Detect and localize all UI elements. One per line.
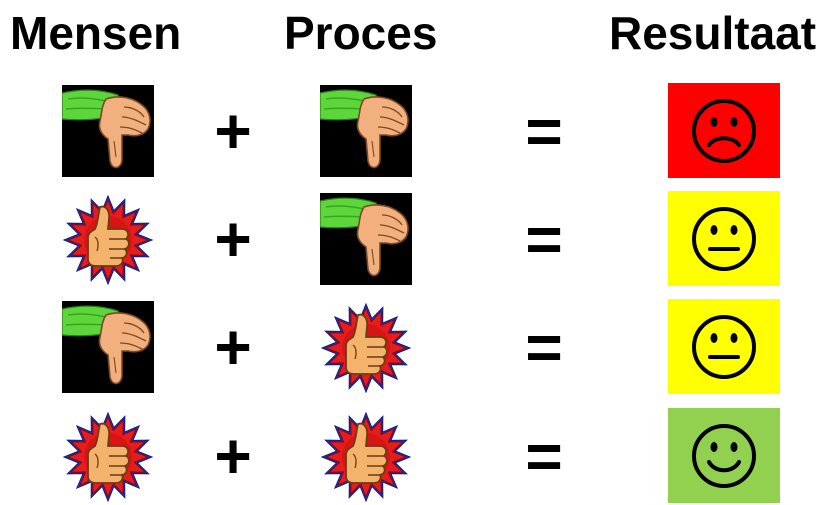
- neutral-face-icon: [691, 314, 757, 380]
- neutral-face-icon: [691, 206, 757, 272]
- column-header-mensen: Mensen: [10, 7, 182, 59]
- thumbs-down-icon: [62, 85, 154, 177]
- column-header-resultaat: Resultaat: [609, 7, 817, 59]
- result-box-neutral: [668, 191, 780, 286]
- thumbs-down-icon: [320, 193, 412, 285]
- plus-sign: +: [214, 420, 252, 492]
- thumbs-up-icon: [320, 410, 412, 502]
- equals-sign: =: [525, 95, 563, 167]
- thumbs-down-icon: [62, 301, 154, 393]
- equals-sign: =: [525, 203, 563, 275]
- thumbs-up-icon: [62, 410, 154, 502]
- result-box-neutral: [668, 299, 780, 394]
- plus-sign: +: [214, 203, 252, 275]
- happy-face-icon: [691, 423, 757, 489]
- equals-sign: =: [525, 420, 563, 492]
- thumbs-up-icon: [320, 301, 412, 393]
- result-box-sad: [668, 83, 780, 178]
- result-box-happy: [668, 408, 780, 503]
- plus-sign: +: [214, 311, 252, 383]
- plus-sign: +: [214, 95, 252, 167]
- equals-sign: =: [525, 311, 563, 383]
- sad-face-icon: [691, 98, 757, 164]
- column-header-proces: Proces: [284, 7, 438, 59]
- thumbs-down-icon: [320, 85, 412, 177]
- thumbs-up-icon: [62, 193, 154, 285]
